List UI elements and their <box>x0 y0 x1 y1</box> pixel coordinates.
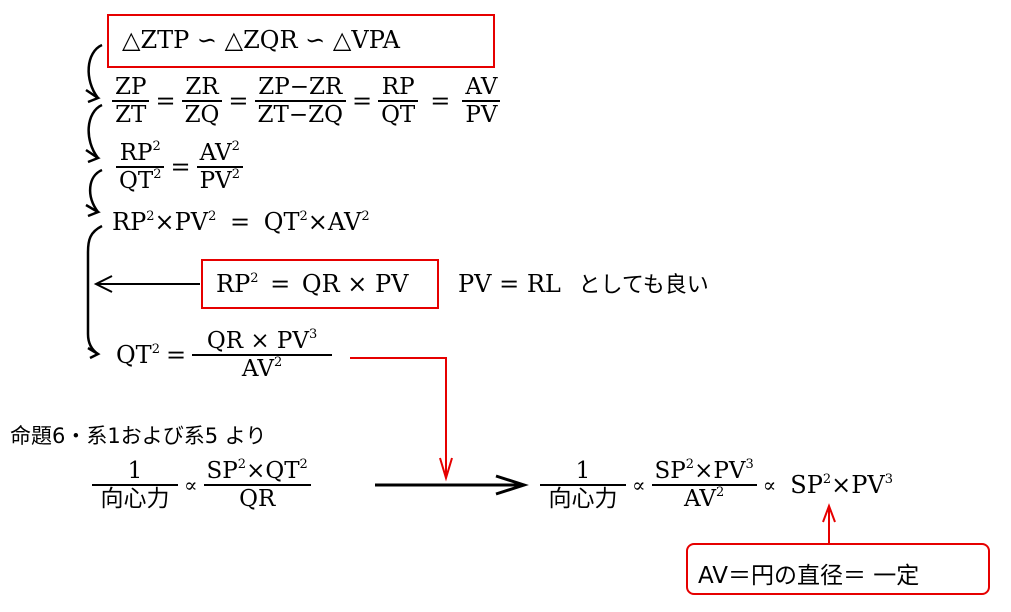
ratio-rp2-qt2: RP2 QT2 <box>116 140 165 194</box>
constant-note-text: AV＝円の直径＝ 一定 <box>698 563 920 589</box>
lemma-box <box>201 259 439 309</box>
ratio-av2-pv2: AV2 PV2 <box>196 140 243 194</box>
inverse-centripetal: 1 向心力 <box>92 458 178 512</box>
brace-arrow-2-head <box>85 148 101 164</box>
brace-arrow-3 <box>89 168 103 213</box>
equals: = <box>228 87 249 115</box>
inverse-centripetal: 1 向心力 <box>540 458 626 512</box>
brace-arrow-3-head <box>85 203 101 218</box>
note-pointer-arrow <box>822 503 836 544</box>
similarity-statement: △ZTP ∽ △ZQR ∽ △VPA <box>122 26 400 54</box>
proportion-left: 1 向心力 ∝ SP2×QT2 QR <box>92 458 311 512</box>
final-proportion: SP2×PV3 <box>790 471 894 499</box>
qt-squared-result: QT2 = QR × PV3 AV2 <box>116 328 333 382</box>
proportion-right: 1 向心力 ∝ SP2×PV3 AV2 ∝ SP2×PV3 <box>540 458 893 512</box>
implication-arrow <box>375 474 529 496</box>
brace-arrow-4 <box>86 224 103 356</box>
result-fraction: QR × PV3 AV2 <box>192 328 333 382</box>
lemma-equation: RP2 = QR × PV <box>216 270 409 298</box>
left-rhs-fraction: SP2×QT2 QR <box>203 458 311 512</box>
similarity-box <box>107 14 495 68</box>
red-connector-arrow <box>350 357 453 482</box>
equals: = <box>170 153 191 181</box>
equals: = <box>430 87 451 115</box>
brace-arrow-1-head <box>85 88 101 104</box>
equals: = <box>155 87 176 115</box>
brace-arrow-1 <box>87 43 103 99</box>
brace-arrow-4-head <box>87 346 101 360</box>
left-brace-arrows <box>85 43 103 360</box>
lemma-arrow <box>93 275 200 293</box>
equals: = <box>351 87 373 115</box>
proposition-heading: 命題6・系1および系5 より <box>10 424 267 448</box>
right-rhs-fraction: SP2×PV3 AV2 <box>651 458 757 512</box>
brace-arrow-2 <box>87 103 103 159</box>
squared-ratio: RP2 QT2 = AV2 PV2 <box>116 140 243 194</box>
lemma-note: PV = RL としても良い <box>458 270 709 298</box>
constant-note-box <box>686 543 990 595</box>
cross-multiplied: RP2×PV2 = QT2×AV2 <box>112 208 370 236</box>
